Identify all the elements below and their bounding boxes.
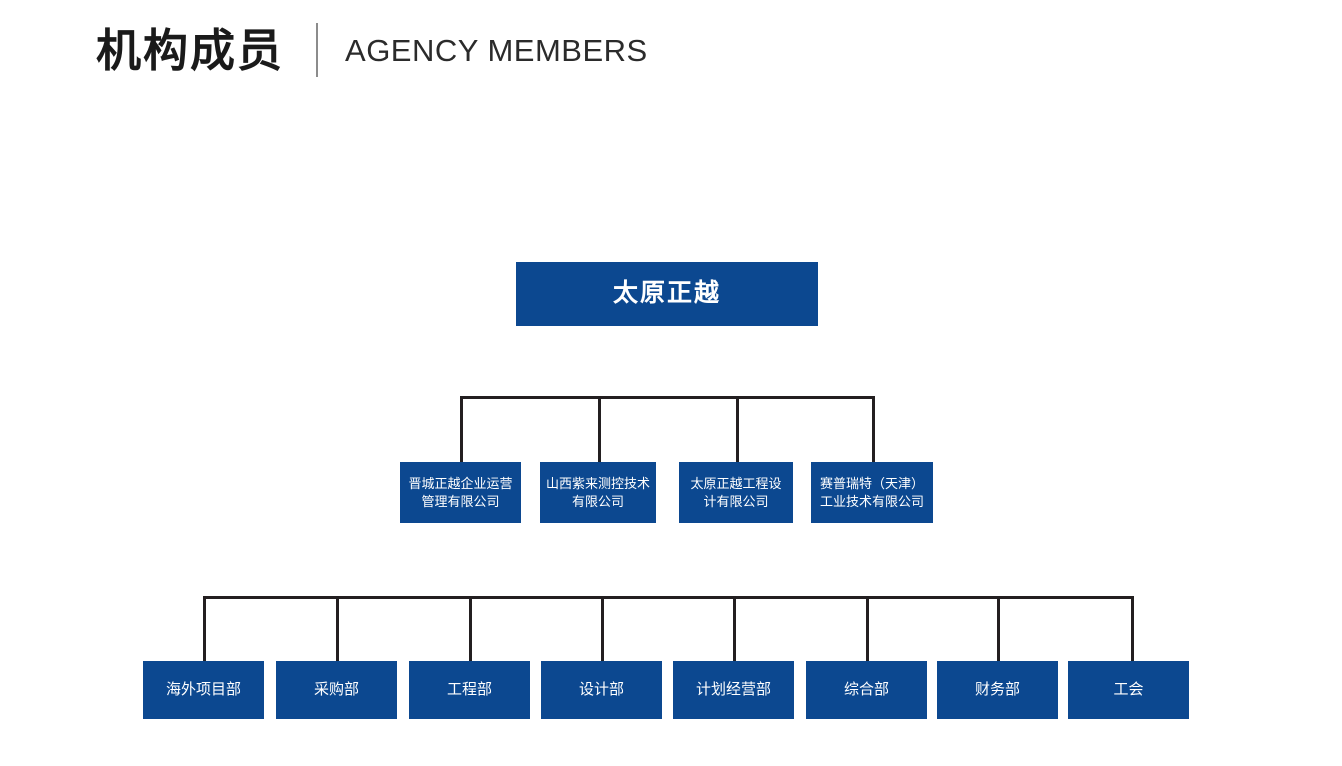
org-node-department-3[interactable]: 工程部 — [409, 661, 530, 719]
connector-drop-department-4 — [601, 596, 604, 662]
org-node-subsidiary-2[interactable]: 山西紫来测控技术有限公司 — [540, 462, 656, 523]
org-node-subsidiary-4[interactable]: 赛普瑞特（天津）工业技术有限公司 — [811, 462, 933, 523]
connector-bus-subsidiaries — [460, 396, 875, 399]
org-node-department-7[interactable]: 财务部 — [937, 661, 1058, 719]
org-node-department-8[interactable]: 工会 — [1068, 661, 1189, 719]
org-node-department-2[interactable]: 采购部 — [276, 661, 397, 719]
org-node-department-1[interactable]: 海外项目部 — [143, 661, 264, 719]
title-divider — [316, 23, 319, 77]
org-node-department-4[interactable]: 设计部 — [541, 661, 662, 719]
page-title: 机构成员 AGENCY MEMBERS — [96, 16, 648, 84]
org-node-root[interactable]: 太原正越 — [516, 262, 818, 326]
connector-drop-department-5 — [733, 596, 736, 662]
connector-bus-departments — [203, 596, 1134, 599]
org-node-department-5[interactable]: 计划经营部 — [673, 661, 794, 719]
page-title-english: AGENCY MEMBERS — [345, 32, 648, 68]
page-title-chinese: 机构成员 — [96, 24, 285, 76]
connector-drop-department-2 — [336, 596, 339, 662]
org-node-subsidiary-1[interactable]: 晋城正越企业运营管理有限公司 — [400, 462, 521, 523]
connector-drop-department-8 — [1131, 596, 1134, 662]
connector-drop-subsidiary-1 — [460, 396, 463, 463]
org-node-department-6[interactable]: 综合部 — [806, 661, 927, 719]
connector-drop-subsidiary-4 — [872, 396, 875, 463]
connector-drop-department-1 — [203, 596, 206, 662]
connector-drop-subsidiary-2 — [598, 396, 601, 463]
connector-drop-subsidiary-3 — [736, 396, 739, 463]
org-node-subsidiary-3[interactable]: 太原正越工程设计有限公司 — [679, 462, 793, 523]
connector-drop-department-6 — [866, 596, 869, 662]
connector-drop-department-3 — [469, 596, 472, 662]
connector-drop-department-7 — [997, 596, 1000, 662]
